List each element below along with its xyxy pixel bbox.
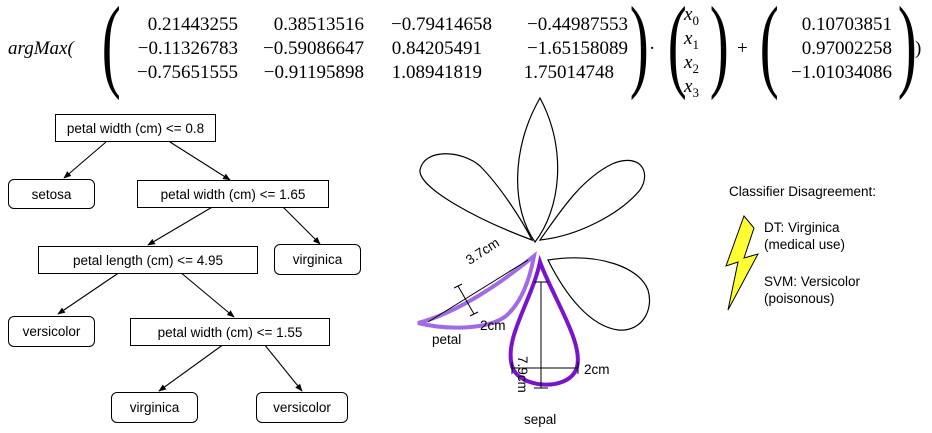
bias-left-paren: ( xyxy=(759,0,779,101)
matrix-cell: 0.38513516 xyxy=(273,14,364,35)
petal-highlight xyxy=(417,250,537,330)
matrix-right-paren: ) xyxy=(629,0,649,101)
matrix-left-paren: ( xyxy=(101,0,121,101)
leaf-virginica: virginica xyxy=(274,244,361,275)
tree-edge xyxy=(63,141,107,179)
matrix-cell: −0.79414658 xyxy=(391,14,492,35)
vector-right-paren: ) xyxy=(709,0,729,101)
dim-tick xyxy=(469,311,479,317)
tree-edge xyxy=(179,271,235,318)
lightning-bolt-icon xyxy=(725,215,759,311)
dot-operator: · xyxy=(649,38,656,59)
leaf-versicolor: versicolor xyxy=(8,316,95,347)
input-var: x0 xyxy=(684,4,699,28)
petal-length-dim-line xyxy=(427,259,529,323)
matrix-cell: −0.44987553 xyxy=(527,14,628,35)
matrix-cell: −1.65158089 xyxy=(527,38,628,59)
leaf-versicolor: versicolor xyxy=(256,392,348,423)
flower-petal-outline xyxy=(547,257,650,331)
matrix-cell: 0.84205491 xyxy=(391,38,482,59)
input-var: x1 xyxy=(684,28,699,52)
sepal-length-label: 7.9cm xyxy=(515,356,530,393)
argmax-close: ) xyxy=(915,38,922,59)
bias-right-paren: ) xyxy=(897,0,917,101)
tree-edge xyxy=(169,141,231,181)
tree-edge xyxy=(158,343,225,392)
disagreement-title: Classifier Disagreement: xyxy=(729,184,877,199)
tree-node-petal-width-165: petal width (cm) <= 1.65 xyxy=(137,180,329,208)
matrix-cell: 1.75014748 xyxy=(523,62,614,83)
petal-label: petal xyxy=(432,332,462,347)
flower-petal-outline xyxy=(517,96,559,244)
tree-edge xyxy=(147,205,215,246)
tree-node-petal-length-495: petal length (cm) <= 4.95 xyxy=(38,246,258,274)
dt-prediction: DT: Virginica xyxy=(764,220,840,235)
bias-cell: 0.10703851 xyxy=(801,14,892,35)
matrix-cell: −0.59086647 xyxy=(263,38,364,59)
matrix-cell: −0.11326783 xyxy=(137,38,238,59)
tree-root-node: petal width (cm) <= 0.8 xyxy=(55,114,216,142)
matrix-cell: 0.21443255 xyxy=(147,14,238,35)
petal-width-dim-line xyxy=(457,285,475,315)
tree-edge xyxy=(263,343,303,392)
dim-tick xyxy=(453,283,463,289)
matrix-cell: −0.75651555 xyxy=(137,62,238,83)
model-equation: argMax( ( 0.21443255 0.38513516 −0.79414… xyxy=(0,0,932,101)
input-var: x2 xyxy=(684,52,699,76)
bias-cell: 0.97002258 xyxy=(801,38,892,59)
flower-petal-outline xyxy=(419,153,534,242)
leaf-setosa: setosa xyxy=(8,179,95,209)
sepal-label: sepal xyxy=(524,412,557,427)
input-var: x3 xyxy=(684,76,699,100)
dt-use-note: (medical use) xyxy=(764,237,846,252)
vector-left-paren: ( xyxy=(667,0,687,101)
flower-petal-outline xyxy=(538,159,646,241)
sepal-width-label: 2cm xyxy=(584,362,610,377)
tree-edge xyxy=(57,271,121,315)
argmax-label: argMax( xyxy=(8,38,74,59)
petal-width-label: 2cm xyxy=(480,318,506,333)
matrix-cell: 1.08941819 xyxy=(391,62,482,83)
plus-operator: + xyxy=(737,38,748,59)
bias-cell: −1.01034086 xyxy=(791,62,892,83)
tree-edge xyxy=(281,205,321,245)
svm-prediction: SVM: Versicolor xyxy=(764,274,861,289)
matrix-cell: −0.91195898 xyxy=(263,62,364,83)
leaf-virginica: virginica xyxy=(111,392,198,423)
sepal-highlight xyxy=(508,254,580,387)
tree-node-petal-width-155: petal width (cm) <= 1.55 xyxy=(130,318,330,346)
svm-use-note: (poisonous) xyxy=(764,291,835,306)
